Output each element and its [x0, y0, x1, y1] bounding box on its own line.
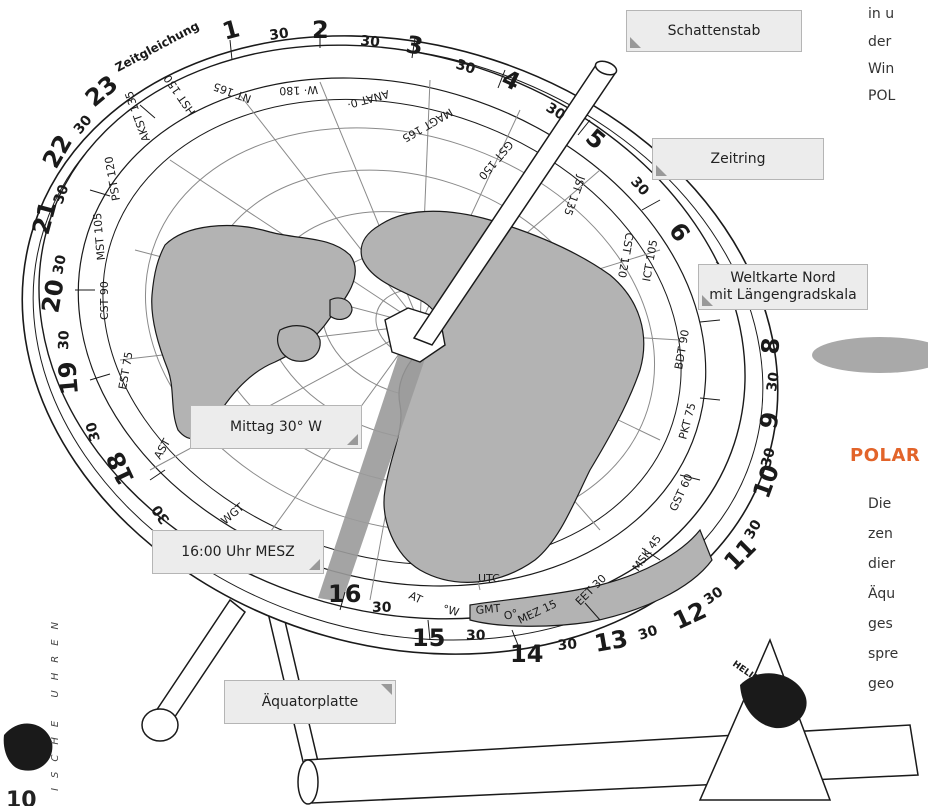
svg-text:30: 30	[454, 57, 478, 78]
callout-time-ring: Zeitring	[652, 138, 824, 180]
side-brand-text: ISCHE UHREN	[50, 612, 61, 791]
hour-19: 19	[53, 360, 84, 396]
svg-text:30: 30	[268, 25, 290, 44]
callout-world-map-line2: mit Längengradskala	[709, 287, 857, 303]
callout-world-map-line1: Weltkarte Nord	[730, 270, 836, 286]
body-text-line: Äqu	[868, 586, 896, 602]
callout-pointer	[381, 684, 392, 695]
greenland	[277, 325, 321, 362]
world-map-land	[151, 210, 713, 627]
svg-text:30: 30	[557, 636, 578, 654]
body-text-line: in u	[868, 6, 895, 22]
shadow-band	[318, 350, 428, 602]
hour-ticks	[75, 28, 721, 651]
svg-text:W· 180: W· 180	[279, 83, 318, 97]
svg-text:°W: °W	[441, 602, 460, 619]
hour-15: 15	[412, 624, 445, 652]
hour-9: 9	[754, 410, 784, 431]
foot-tube-end	[297, 759, 319, 805]
section-heading: POLAR	[850, 445, 921, 466]
north-america	[151, 224, 356, 440]
svg-text:CST 90: CST 90	[98, 281, 111, 320]
callout-time-mesz-label: 16:00 Uhr MESZ	[181, 543, 295, 560]
helios-logo-mark	[740, 673, 807, 729]
body-text-line: POL	[868, 88, 896, 104]
page-number: 10	[6, 788, 37, 806]
svg-text:30: 30	[764, 371, 783, 393]
callout-pointer	[656, 165, 667, 176]
svg-text:30: 30	[50, 253, 70, 276]
callout-pointer	[630, 37, 641, 48]
callout-noon: Mittag 30° W	[190, 405, 362, 449]
corner-logo	[3, 723, 53, 771]
svg-text:30: 30	[83, 420, 104, 443]
hour-1: 1	[219, 14, 242, 45]
stand-ball	[141, 708, 179, 742]
svg-text:30: 30	[56, 330, 73, 350]
callout-equator-plate: Äquatorplatte	[224, 680, 396, 724]
svg-text:30: 30	[466, 628, 486, 644]
svg-text:UTC: UTC	[478, 572, 500, 585]
body-text-line: spre	[868, 646, 899, 662]
body-text-line: zen	[868, 526, 893, 542]
hour-23: 23	[80, 70, 124, 113]
svg-text:AT: AT	[407, 589, 425, 607]
body-text-line: Win	[868, 61, 895, 77]
southern-landmass	[469, 528, 713, 627]
hour-16: 16	[328, 580, 361, 608]
callout-shadow-rod-label: Schattenstab	[667, 22, 761, 39]
callout-pointer	[309, 559, 320, 570]
callout-time-mesz: 16:00 Uhr MESZ	[152, 530, 324, 574]
hour-13: 13	[592, 625, 630, 658]
hour-12: 12	[669, 596, 711, 635]
callout-shadow-rod: Schattenstab	[626, 10, 802, 52]
body-text-line: der	[868, 34, 892, 50]
svg-text:O°: O°	[502, 607, 519, 623]
hour-20: 20	[36, 277, 69, 315]
body-text-line: ges	[868, 616, 893, 632]
hour-2: 2	[312, 16, 329, 44]
callout-world-map: Weltkarte Nord mit Längengradskala	[698, 264, 868, 310]
svg-text:GMT: GMT	[475, 602, 501, 617]
ground-shadow	[812, 337, 928, 373]
svg-text:30: 30	[51, 182, 73, 206]
svg-text:30: 30	[372, 600, 392, 616]
svg-text:30: 30	[758, 446, 779, 469]
callout-pointer	[347, 434, 358, 445]
svg-text:30: 30	[701, 584, 726, 608]
callout-noon-label: Mittag 30° W	[230, 418, 322, 435]
svg-text:MST 105: MST 105	[91, 212, 108, 261]
hour-14: 14	[510, 640, 543, 668]
svg-text:30: 30	[360, 33, 381, 51]
body-text-line: Die	[868, 496, 892, 512]
callout-pointer	[702, 295, 713, 306]
body-text-line: geo	[868, 676, 895, 692]
callout-equator-plate-label: Äquatorplatte	[261, 693, 359, 710]
body-text-line: dier	[868, 556, 896, 572]
hour-3: 3	[404, 30, 425, 60]
hour-8: 8	[756, 336, 785, 355]
shadow-rod	[412, 60, 618, 346]
svg-text:30: 30	[636, 622, 660, 643]
callout-time-ring-label: Zeitring	[710, 150, 766, 167]
